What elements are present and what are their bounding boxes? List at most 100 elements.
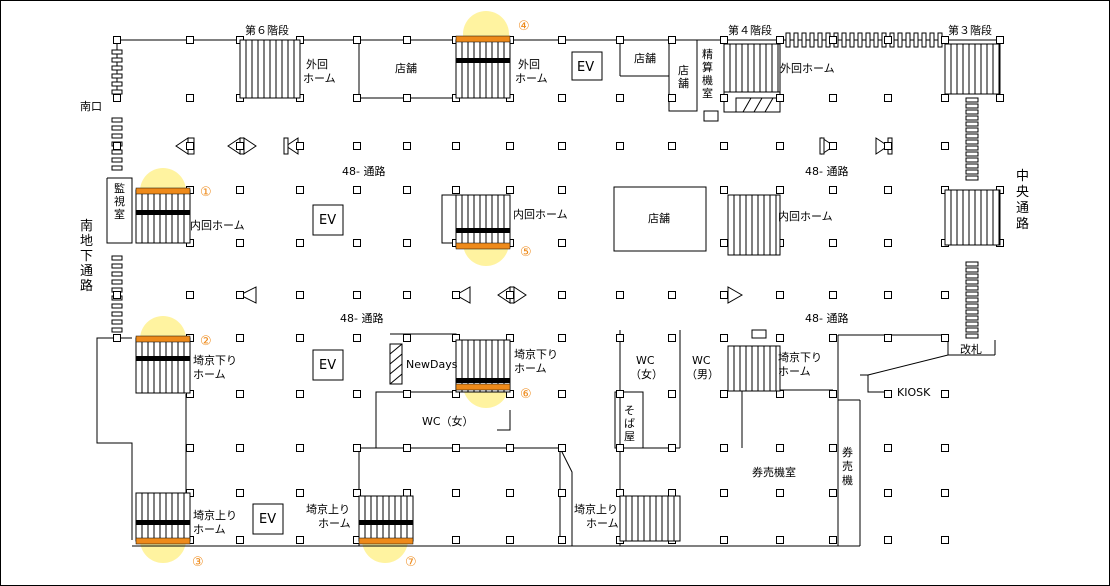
stair-band-orange [455, 383, 511, 391]
dash-central-upper [965, 109, 979, 115]
label-saikyo-up-2b: ホーム [318, 517, 351, 530]
dash-top [785, 32, 791, 48]
pillar [996, 36, 1004, 44]
label-minami-chika-2: 地 [80, 234, 93, 249]
pillar [720, 536, 728, 544]
pillar [829, 390, 837, 398]
pillar [403, 390, 411, 398]
dash-south-north [111, 81, 123, 87]
pillar [720, 239, 728, 247]
pillar [236, 186, 244, 194]
label-inner-2: 内回ホーム [513, 207, 568, 221]
dash-top [873, 32, 879, 48]
label-stairs-3: 第３階段 [948, 23, 992, 37]
pillar [776, 390, 784, 398]
pillar [506, 536, 514, 544]
dash-central-lower [965, 297, 979, 303]
dash-central-lower [965, 333, 979, 339]
pillar [452, 444, 460, 452]
pillar [829, 334, 837, 342]
pillar [616, 142, 624, 150]
pillar [776, 536, 784, 544]
pillar [668, 489, 676, 497]
stairway [135, 337, 191, 394]
pillar [668, 36, 676, 44]
pillar [829, 239, 837, 247]
label-outer-3b: ホーム [802, 62, 835, 75]
pillar [558, 94, 566, 102]
label-seisan-4: 室 [702, 86, 713, 100]
pillar [776, 94, 784, 102]
dash-central-lower [965, 279, 979, 285]
label-kenbaiki-2: 売 [842, 460, 853, 473]
dash-central-upper [965, 151, 979, 157]
stair-band-black [359, 520, 413, 525]
dash-top [793, 32, 799, 48]
stairway [944, 189, 1001, 246]
dash-top [921, 32, 927, 48]
pillar [616, 489, 624, 497]
label-kenbaiki-1: 券 [842, 445, 853, 459]
dash-top [897, 32, 903, 48]
label-wc-2: WC [636, 354, 655, 367]
label-saikyo-down-3b: ホーム [778, 365, 811, 378]
dash-central-upper [965, 169, 979, 175]
label-kenbaiki-room: 券売機室 [752, 465, 796, 479]
pillar [884, 291, 892, 299]
label-seisan-2: 算 [702, 60, 713, 74]
pillar [506, 489, 514, 497]
label-48-b: 48- 通路 [805, 165, 848, 178]
pillar [941, 390, 949, 398]
pillar [720, 390, 728, 398]
pillar [353, 334, 361, 342]
dash-central-upper [965, 145, 979, 151]
label-saikyo-up-1b: ホーム [193, 523, 226, 536]
pillar [296, 536, 304, 544]
pillar [720, 36, 728, 44]
pillar [720, 444, 728, 452]
label-kanshi-2: 視 [114, 194, 125, 208]
label-stairs-4: 第４階段 [728, 23, 772, 37]
label-chuo-4: 路 [1016, 216, 1029, 232]
pillar [452, 142, 460, 150]
pillar [296, 186, 304, 194]
dash-top [905, 32, 911, 48]
pillar [941, 291, 949, 299]
label-minamiguchi: 南口 [80, 100, 102, 113]
pillar [616, 94, 624, 102]
dash-south-low [111, 255, 123, 261]
corridor-dashes [111, 32, 979, 339]
pillar [186, 36, 194, 44]
dash-south-mid [111, 133, 123, 139]
pillar [113, 334, 121, 342]
pillar [776, 142, 784, 150]
pillar [616, 334, 624, 342]
dash-top [849, 32, 855, 48]
pillar [776, 291, 784, 299]
dash-south-mid [111, 157, 123, 163]
pillar [506, 186, 514, 194]
pillar [884, 489, 892, 497]
pillar [186, 444, 194, 452]
stairways [135, 35, 1001, 545]
pillar [941, 94, 949, 102]
pillar [353, 239, 361, 247]
label-seisan-1: 精 [702, 48, 713, 61]
stair-band-black [136, 520, 190, 525]
pillar [452, 536, 460, 544]
pillar [668, 334, 676, 342]
pillar [558, 36, 566, 44]
pillar [776, 489, 784, 497]
label-minami-chika-4: 通 [80, 264, 93, 279]
pillar [829, 444, 837, 452]
label-shop-1: 店舗 [395, 61, 417, 75]
marker-3: ③ [192, 555, 204, 570]
pillar [353, 142, 361, 150]
label-kanshi-1: 監 [114, 181, 125, 195]
dash-central-lower [965, 303, 979, 309]
stair-band-black [456, 228, 510, 233]
stairway [358, 495, 414, 542]
pillar [776, 444, 784, 452]
pillar [296, 390, 304, 398]
pillar [558, 489, 566, 497]
